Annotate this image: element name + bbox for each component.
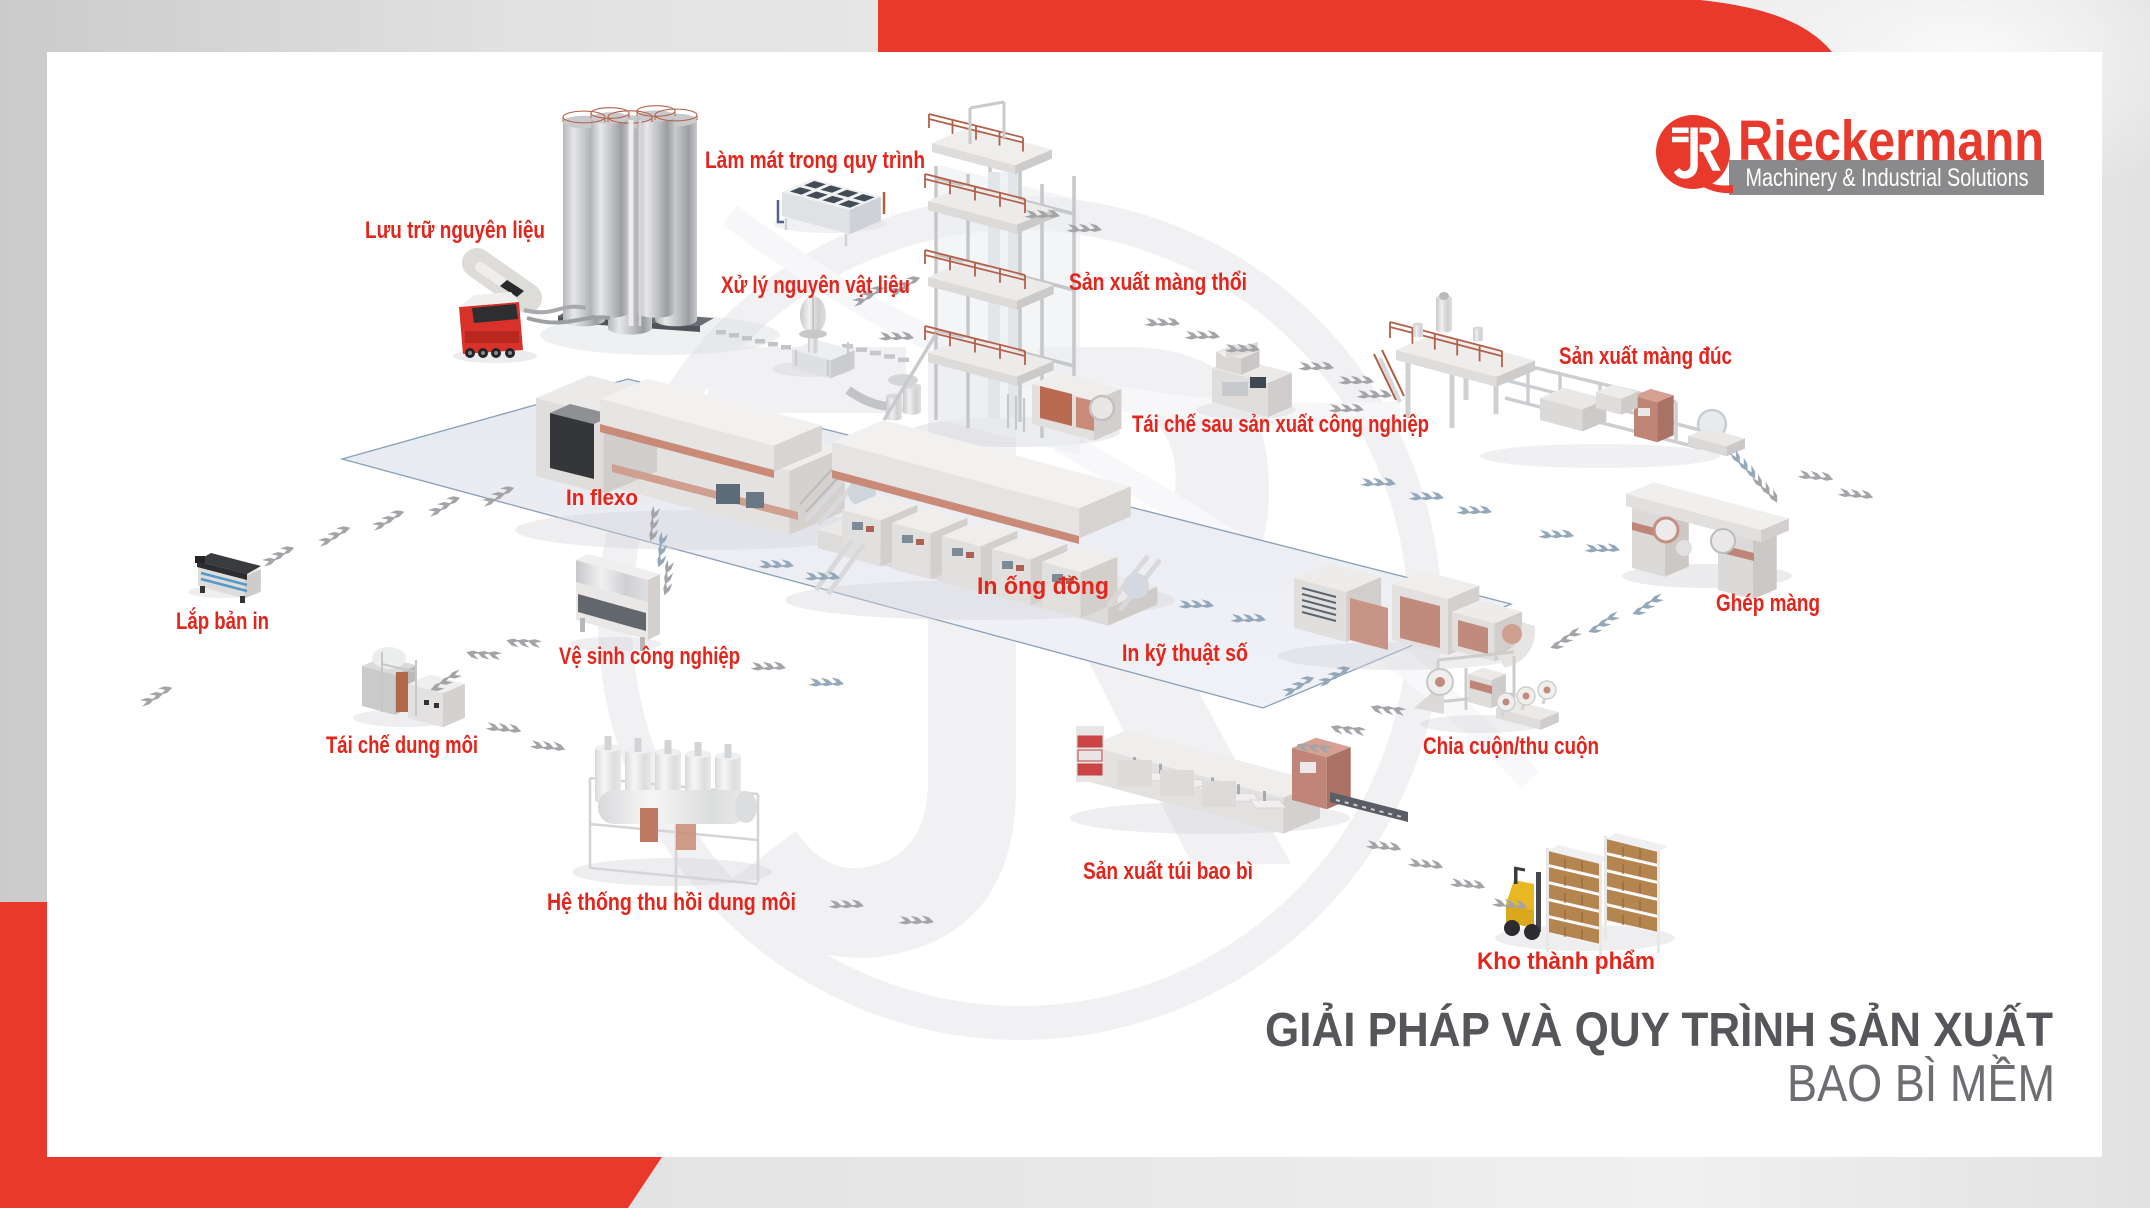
svg-text:Machinery & Industrial Solutio: Machinery & Industrial Solutions	[1746, 164, 2029, 192]
svg-text:In flexo: In flexo	[566, 485, 638, 510]
svg-text:Kho thành phẩm: Kho thành phẩm	[1477, 948, 1655, 975]
svg-text:Sản xuất túi bao bì: Sản xuất túi bao bì	[1083, 858, 1253, 885]
svg-text:Rieckermann: Rieckermann	[1738, 109, 2044, 173]
svg-text:BAO BÌ MỀM: BAO BÌ MỀM	[1787, 1054, 2055, 1113]
svg-text:Chia cuộn/thu cuộn: Chia cuộn/thu cuộn	[1423, 733, 1599, 760]
svg-text:In kỹ thuật số: In kỹ thuật số	[1122, 640, 1248, 667]
svg-text:Làm mát trong quy trình: Làm mát trong quy trình	[705, 147, 925, 174]
svg-text:GIẢI PHÁP VÀ QUY TRÌNH SẢN XUẤ: GIẢI PHÁP VÀ QUY TRÌNH SẢN XUẤT	[1265, 1002, 2053, 1057]
svg-text:Sản xuất màng thổi: Sản xuất màng thổi	[1069, 269, 1247, 296]
svg-text:Lắp bản in: Lắp bản in	[176, 607, 269, 635]
svg-text:Ghép màng: Ghép màng	[1716, 590, 1820, 617]
svg-text:Sản xuất màng đúc: Sản xuất màng đúc	[1559, 343, 1732, 370]
svg-text:Tái chế sau sản xuất công nghi: Tái chế sau sản xuất công nghiệp	[1132, 411, 1429, 438]
svg-text:Tái chế dung môi: Tái chế dung môi	[326, 732, 478, 759]
svg-text:Xử lý nguyên vật liệu: Xử lý nguyên vật liệu	[721, 272, 910, 299]
svg-text:Hệ thống thu hồi dung môi: Hệ thống thu hồi dung môi	[547, 889, 796, 916]
svg-text:In ống đồng: In ống đồng	[977, 573, 1109, 600]
svg-text:Vệ sinh công nghiệp: Vệ sinh công nghiệp	[559, 643, 740, 670]
svg-text:Lưu trữ nguyên liệu: Lưu trữ nguyên liệu	[365, 217, 545, 244]
